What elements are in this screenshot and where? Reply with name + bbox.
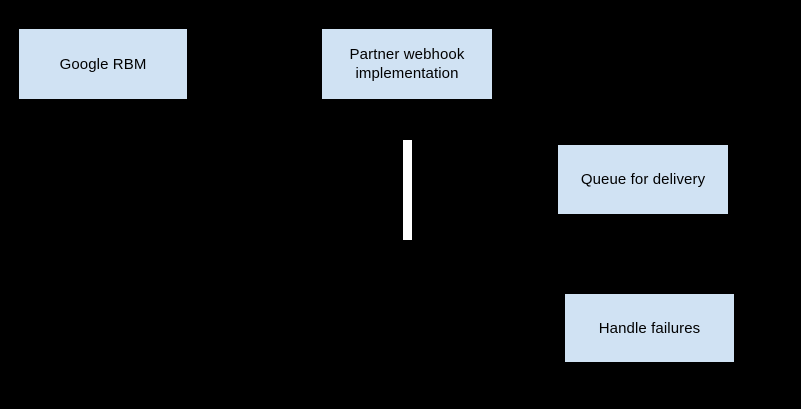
node-partner-webhook-implementation[interactable]: Partner webhook implementation — [322, 29, 492, 99]
node-queue-for-delivery[interactable]: Queue for delivery — [558, 145, 728, 214]
node-handle-failures[interactable]: Handle failures — [565, 294, 734, 362]
node-handle-failures-label: Handle failures — [598, 319, 701, 337]
node-partner-webhook-implementation-label: Partner webhook implementation — [349, 46, 465, 82]
vertical-bar-mark — [403, 140, 412, 240]
node-queue-for-delivery-label: Queue for delivery — [580, 171, 706, 188]
node-google-rbm-label: Google RBM — [59, 55, 147, 73]
node-google-rbm[interactable]: Google RBM — [19, 29, 187, 99]
